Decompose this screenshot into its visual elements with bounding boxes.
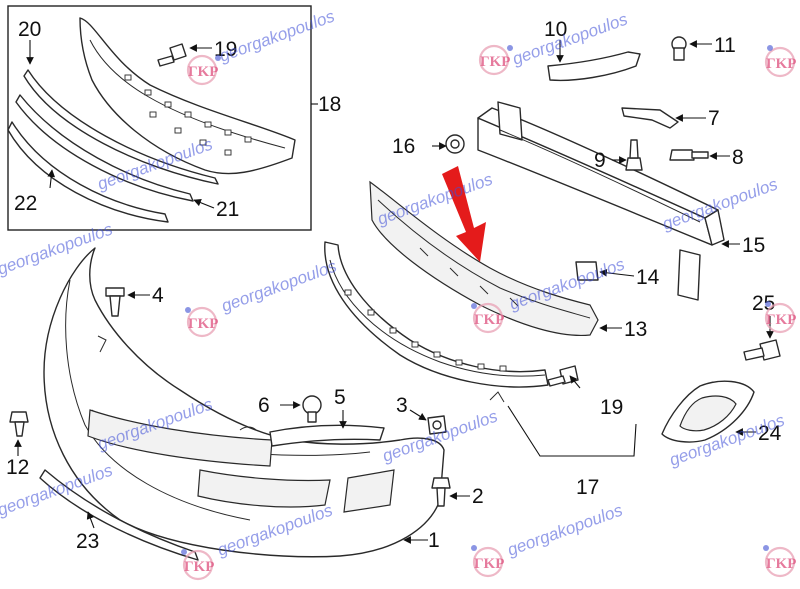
upper-grille <box>79 17 296 175</box>
callout-7: 7 <box>708 107 720 130</box>
callout-17: 17 <box>576 476 599 499</box>
callout-19-lower: 19 <box>600 396 623 419</box>
bracket-10 <box>547 51 641 82</box>
watermark-text: georgakopoulos <box>0 219 116 278</box>
callout-12: 12 <box>6 456 29 479</box>
svg-text:ΓΚΡ: ΓΚΡ <box>474 556 504 572</box>
highlight-arrow <box>442 166 486 262</box>
svg-text:ΓΚΡ: ΓΚΡ <box>766 56 796 72</box>
svg-text:ΓΚΡ: ΓΚΡ <box>188 64 218 80</box>
bumper-cover <box>43 247 445 558</box>
callout-19-upper: 19 <box>214 38 237 61</box>
callout-1: 1 <box>428 529 440 552</box>
bolt-9 <box>625 139 643 171</box>
svg-text:ΓΚΡ: ΓΚΡ <box>184 559 214 575</box>
absorber-13 <box>369 180 599 337</box>
clip-6 <box>302 395 322 423</box>
svg-text:georgakopoulos: georgakopoulos <box>217 6 338 65</box>
svg-text:ΓΚΡ: ΓΚΡ <box>766 556 796 572</box>
bolt-19-upper <box>157 43 187 67</box>
callout-24: 24 <box>758 422 782 445</box>
callout-14: 14 <box>636 266 660 289</box>
reinforcement-15 <box>477 101 725 301</box>
callout-6: 6 <box>258 394 270 417</box>
callout-23: 23 <box>76 530 99 553</box>
watermark-logo: ΓΚΡ <box>763 545 796 578</box>
fog-cover-24 <box>661 380 755 443</box>
watermark-logo: ΓΚΡ georgakopoulos <box>185 256 340 338</box>
callout-10: 10 <box>544 18 567 41</box>
bracket-14 <box>575 261 599 281</box>
callout-20: 20 <box>18 18 41 41</box>
watermark-logo: ΓΚΡ georgakopoulos <box>471 500 626 578</box>
bolt-11 <box>671 36 687 61</box>
callout-9: 9 <box>594 149 606 172</box>
callout-3: 3 <box>396 394 408 417</box>
bolt-8 <box>669 149 709 161</box>
callout-5: 5 <box>334 386 346 409</box>
nut-16 <box>445 134 465 154</box>
bolt-19-lower <box>547 365 579 387</box>
callout-15: 15 <box>742 234 765 257</box>
callout-4: 4 <box>152 284 164 307</box>
bolt-25 <box>743 339 781 361</box>
lower-grille-17 <box>324 241 549 403</box>
molding-22 <box>7 121 169 223</box>
callout-13: 13 <box>624 318 647 341</box>
molding-21 <box>15 94 194 202</box>
svg-text:ΓΚΡ: ΓΚΡ <box>188 316 218 332</box>
molding-20 <box>23 69 219 185</box>
inset-box <box>7 5 312 231</box>
clip-12 <box>9 411 29 437</box>
callout-21: 21 <box>216 198 239 221</box>
callout-22: 22 <box>14 192 37 215</box>
svg-text:georgakopoulos: georgakopoulos <box>219 256 340 315</box>
clip-4 <box>105 287 125 317</box>
callout-2: 2 <box>472 485 484 508</box>
callout-8: 8 <box>732 146 744 169</box>
svg-text:ΓΚΡ: ΓΚΡ <box>480 54 510 70</box>
callout-18: 18 <box>318 93 341 116</box>
bolt-2 <box>431 477 451 507</box>
bracket-7 <box>621 107 679 129</box>
callout-16: 16 <box>392 135 415 158</box>
molding-5 <box>269 424 385 447</box>
callout-11: 11 <box>714 34 736 57</box>
svg-text:ΓΚΡ: ΓΚΡ <box>766 312 796 328</box>
leader-lines <box>14 40 774 544</box>
callout-labels: 1 2 3 4 5 6 7 8 9 10 11 12 13 14 15 16 1… <box>6 18 782 553</box>
watermark-logo: ΓΚΡ <box>764 45 796 78</box>
watermark-logo: ΓΚΡ <box>764 301 796 334</box>
clip-3 <box>427 415 447 435</box>
svg-text:georgakopoulos: georgakopoulos <box>505 500 626 559</box>
svg-text:ΓΚΡ: ΓΚΡ <box>474 312 504 328</box>
watermark-logo: ΓΚΡ georgakopoulos <box>186 6 338 86</box>
